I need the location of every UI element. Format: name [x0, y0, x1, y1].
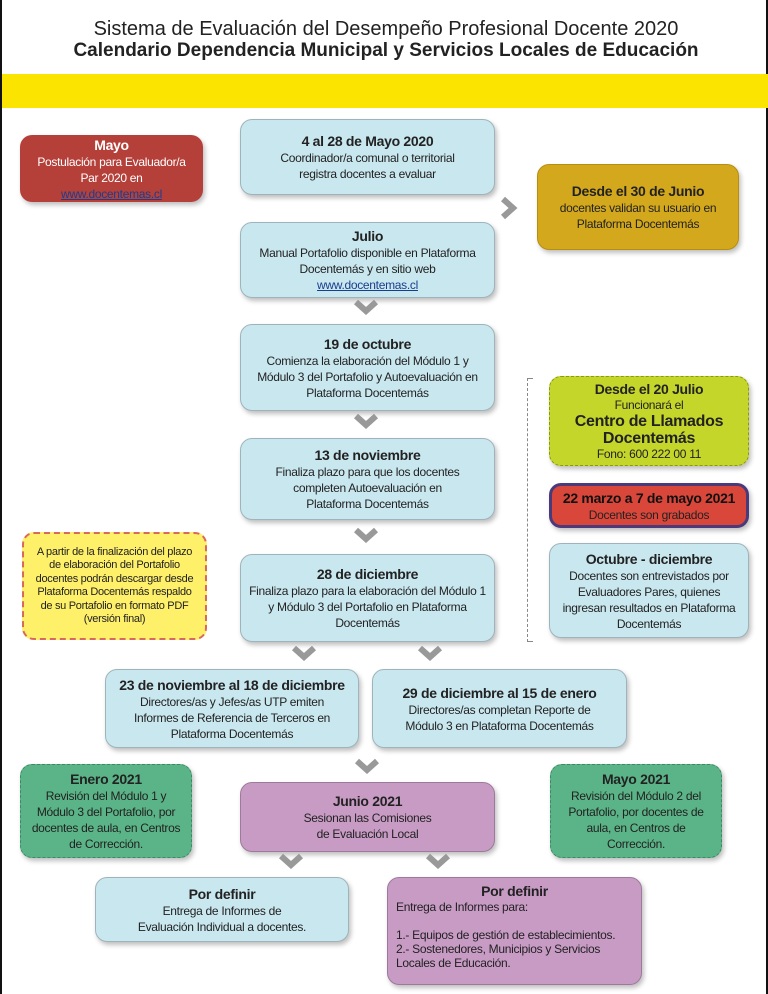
box-text: Coordinador/a comunal o territorial regi…: [280, 151, 455, 181]
chevron-down-icon: [353, 413, 379, 429]
box-entrevistas: Octubre - diciembre Docentes son entrevi…: [549, 543, 749, 638]
box-highlight: Centro de Llamados Docentemás: [574, 413, 724, 447]
box-informes-institucionales: Por definir Entrega de Informes para: 1.…: [387, 877, 642, 985]
box-julio: Julio Manual Portafolio disponible en Pl…: [240, 222, 495, 298]
note-text: A partir de la finalización del plazo de…: [35, 545, 194, 626]
box-enero-2021: Enero 2021 Revisión del Módulo 1 y Módul…: [20, 764, 192, 858]
box-title: 19 de octubre: [323, 335, 412, 352]
box-grabacion: 22 marzo a 7 de mayo 2021 Docentes son g…: [549, 483, 749, 528]
box-registro: 4 al 28 de Mayo 2020 Coordinador/a comun…: [240, 119, 495, 195]
yellow-banner: [2, 74, 768, 108]
box-text: Sesionan las Comisiones de Evaluación Lo…: [303, 811, 432, 841]
chevron-right-icon: [498, 196, 518, 220]
box-reporte-modulo3: 29 de diciembre al 15 de enero Directore…: [372, 669, 627, 748]
list-item: 2.- Sostenedores, Municipios y Servicios…: [396, 942, 601, 970]
box-text: Revisión del Módulo 1 y Módulo 3 del Por…: [31, 789, 181, 851]
box-octubre: 19 de octubre Comienza la elaboración de…: [240, 324, 495, 411]
box-referencia-terceros: 23 de noviembre al 18 de diciembre Direc…: [105, 669, 359, 748]
box-mayo-2021: Mayo 2021 Revisión del Módulo 2 del Port…: [550, 764, 722, 858]
box-title: Desde el 30 de Junio: [571, 183, 705, 199]
box-title: 23 de noviembre al 18 de diciembre: [119, 676, 345, 693]
box-title: 29 de diciembre al 15 de enero: [402, 684, 597, 701]
box-text: Postulación para Evaluador/a Par 2020 en: [37, 154, 186, 185]
box-title: Enero 2021: [70, 771, 142, 787]
box-diciembre: 28 de diciembre Finaliza plazo para la e…: [240, 554, 495, 642]
docentemas-link[interactable]: www.docentemas.cl: [317, 278, 418, 292]
box-title: Desde el 20 Julio: [594, 381, 704, 397]
box-intro: Entrega de Informes para:: [396, 900, 528, 914]
box-text: Docentes son grabados: [588, 507, 710, 522]
chevron-down-icon: [353, 299, 379, 315]
box-title: Junio 2021: [332, 793, 403, 809]
box-text: Funcionará el: [614, 398, 684, 412]
box-noviembre: 13 de noviembre Finaliza plazo para que …: [240, 438, 495, 520]
chevron-down-icon: [353, 527, 379, 543]
box-validacion: Desde el 30 de Junio docentes validan su…: [537, 164, 739, 250]
bracket-divider: [527, 378, 533, 642]
box-title: 13 de noviembre: [314, 447, 421, 463]
chevron-down-icon: [425, 853, 451, 869]
box-title: 22 marzo a 7 de mayo 2021: [562, 489, 736, 506]
box-centro-llamados: Desde el 20 Julio Funcionará el Centro d…: [549, 376, 749, 466]
box-title: Por definir: [188, 885, 256, 902]
note-pdf-respaldo: A partir de la finalización del plazo de…: [22, 532, 207, 640]
box-title: 28 de diciembre: [316, 566, 419, 582]
phone-text: Fono: 600 222 00 11: [596, 447, 702, 461]
chevron-down-icon: [417, 645, 443, 661]
box-text: Finaliza plazo para la elaboración del M…: [249, 584, 486, 630]
box-title: 4 al 28 de Mayo 2020: [301, 133, 434, 149]
box-title: Octubre - diciembre: [585, 550, 713, 567]
box-text: Revisión del Módulo 2 del Portafolio, po…: [568, 789, 704, 851]
box-text: Entrega de Informes de Evaluación Indivi…: [137, 903, 307, 934]
box-comisiones: Junio 2021 Sesionan las Comisiones de Ev…: [240, 782, 495, 852]
box-mayo-postulacion: Mayo Postulación para Evaluador/a Par 20…: [20, 135, 203, 202]
box-text: docentes validan su usuario en Plataform…: [559, 201, 717, 231]
box-title: Mayo: [94, 136, 129, 153]
box-text: Directores/as y Jefes/as UTP emiten Info…: [133, 694, 331, 741]
box-text: Manual Portafolio disponible en Platafor…: [259, 246, 476, 276]
box-title: Mayo 2021: [601, 771, 671, 787]
box-text: Directores/as completan Reporte de Módul…: [405, 702, 594, 733]
box-informes-individuales: Por definir Entrega de Informes de Evalu…: [95, 877, 349, 942]
box-title: Por definir: [481, 883, 548, 899]
page-subtitle: Calendario Dependencia Municipal y Servi…: [73, 40, 699, 61]
box-title: Julio: [351, 228, 384, 244]
chevron-down-icon: [291, 645, 317, 661]
docentemas-link[interactable]: www.docentemas.cl: [61, 186, 162, 201]
box-text: Finaliza plazo para que los docentes com…: [275, 465, 460, 511]
page-title: Sistema de Evaluación del Desempeño Prof…: [93, 18, 679, 40]
chevron-down-icon: [354, 758, 380, 774]
list-item: 1.- Equipos de gestión de establecimient…: [396, 928, 616, 942]
chevron-down-icon: [278, 853, 304, 869]
box-text: Docentes son entrevistados por Evaluador…: [562, 568, 736, 631]
box-text: Comienza la elaboración del Módulo 1 y M…: [257, 353, 478, 400]
